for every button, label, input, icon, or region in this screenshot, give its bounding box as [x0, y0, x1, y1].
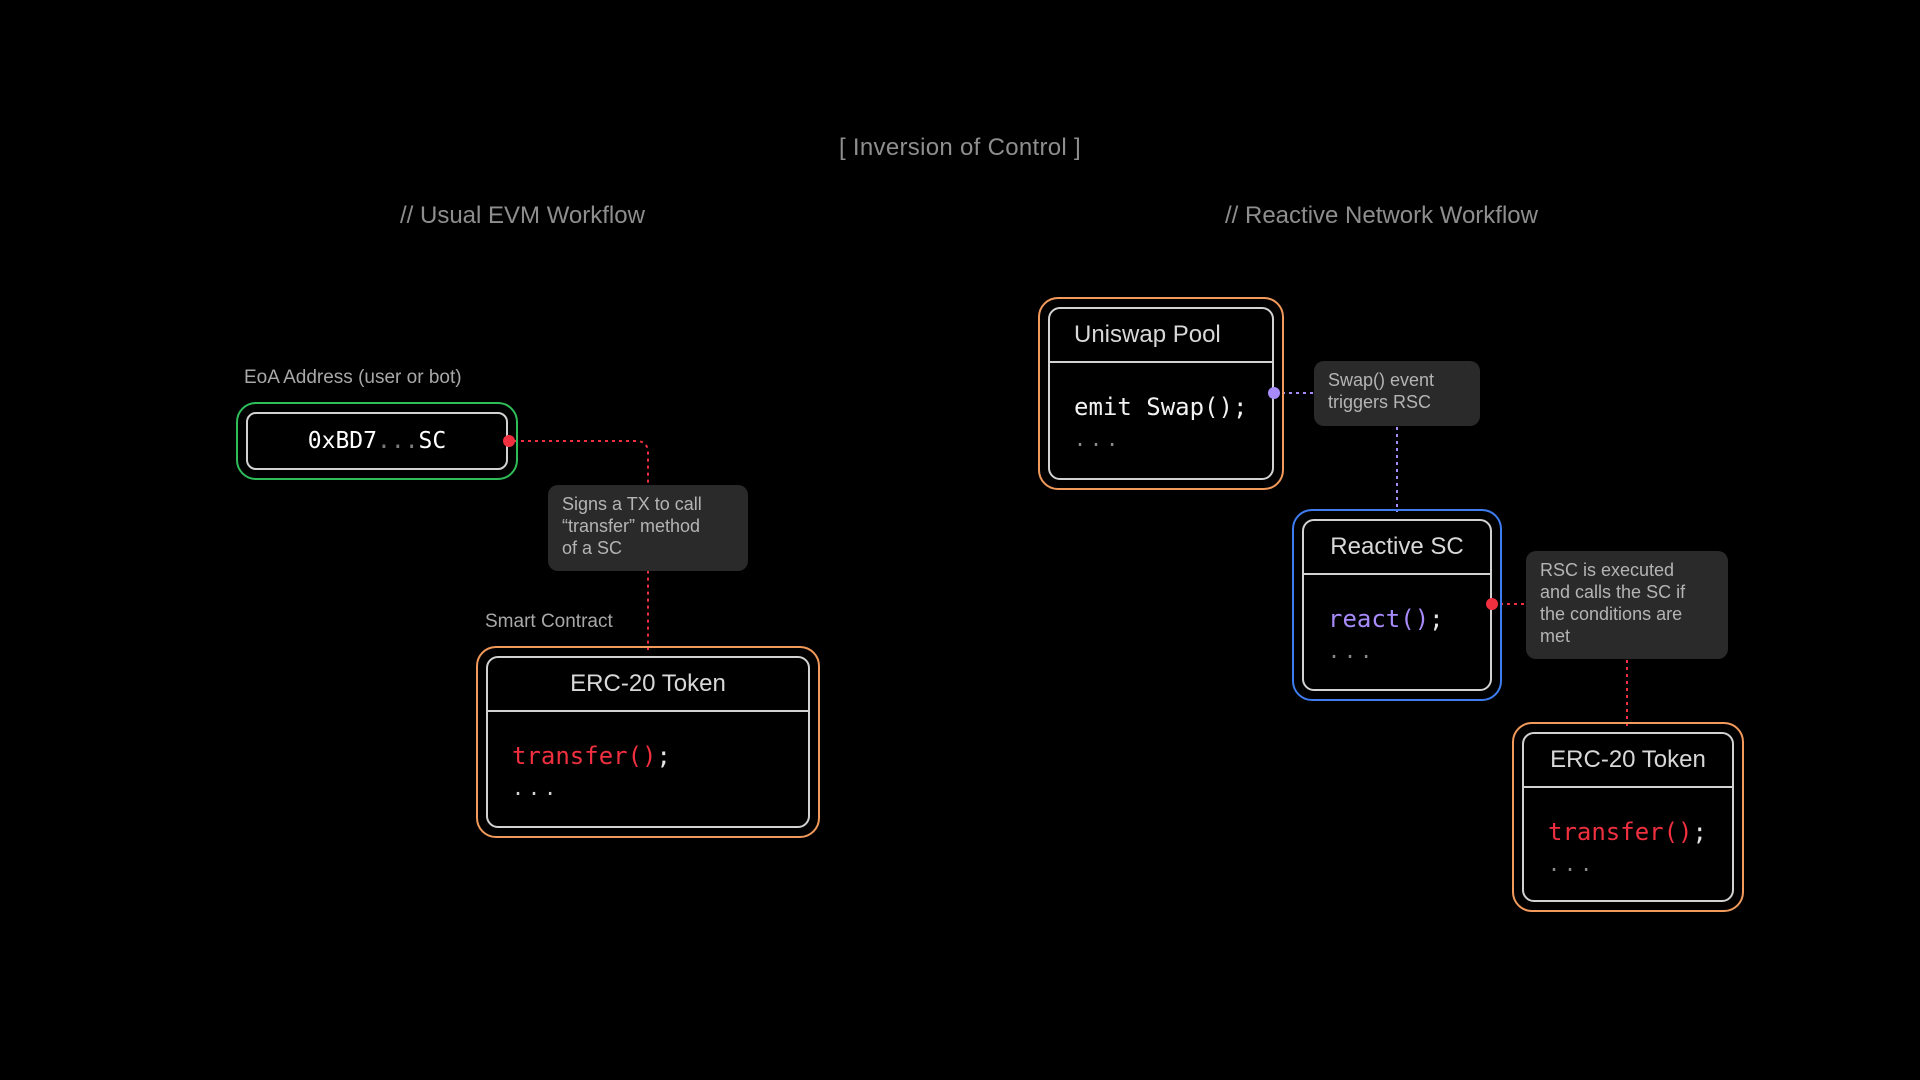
eoa-connector-dot: [503, 435, 515, 447]
erc20-token-box-left: ERC-20 Token transfer(); ...: [476, 646, 820, 838]
emit-swap-code: emit Swap();: [1074, 393, 1248, 421]
erc20-token-header-left: ERC-20 Token: [488, 658, 808, 712]
sign-tx-callout: Signs a TX to call “transfer” method of …: [548, 485, 748, 571]
eoa-address-box: 0xBD7...SC: [236, 402, 518, 480]
section-title-reactive-network: // Reactive Network Workflow: [1225, 202, 1538, 229]
uniswap-pool-box: Uniswap Pool emit Swap(); ...: [1038, 297, 1284, 490]
smart-contract-label: Smart Contract: [485, 611, 613, 632]
rsc-executed-callout: RSC is executed and calls the SC if the …: [1526, 551, 1728, 659]
code-more-reactive: ...: [1328, 639, 1377, 663]
uniswap-pool-header: Uniswap Pool: [1050, 309, 1272, 363]
reactive-sc-header: Reactive SC: [1304, 521, 1490, 575]
diagram-title: [ Inversion of Control ]: [839, 134, 1081, 161]
transfer-code-left: transfer();: [512, 742, 671, 770]
erc20-token-box-right: ERC-20 Token transfer(); ...: [1512, 722, 1744, 912]
reactive-sc-box: Reactive SC react(); ...: [1292, 509, 1502, 701]
reactive-connector-dot: [1486, 598, 1498, 610]
eoa-label: EoA Address (user or bot): [244, 367, 462, 388]
connector-eoa-to-contract: [514, 440, 649, 650]
eoa-address-text: 0xBD7...SC: [307, 428, 447, 454]
section-title-usual-evm: // Usual EVM Workflow: [400, 202, 645, 229]
code-more-left: ...: [512, 776, 561, 800]
transfer-code-right: transfer();: [1548, 818, 1707, 846]
swap-event-callout: Swap() event triggers RSC: [1314, 361, 1480, 426]
code-more-right: ...: [1548, 852, 1597, 876]
erc20-token-header-right: ERC-20 Token: [1524, 734, 1732, 788]
code-more-pool: ...: [1074, 427, 1123, 451]
react-code: react();: [1328, 605, 1444, 633]
pool-connector-dot: [1268, 387, 1280, 399]
